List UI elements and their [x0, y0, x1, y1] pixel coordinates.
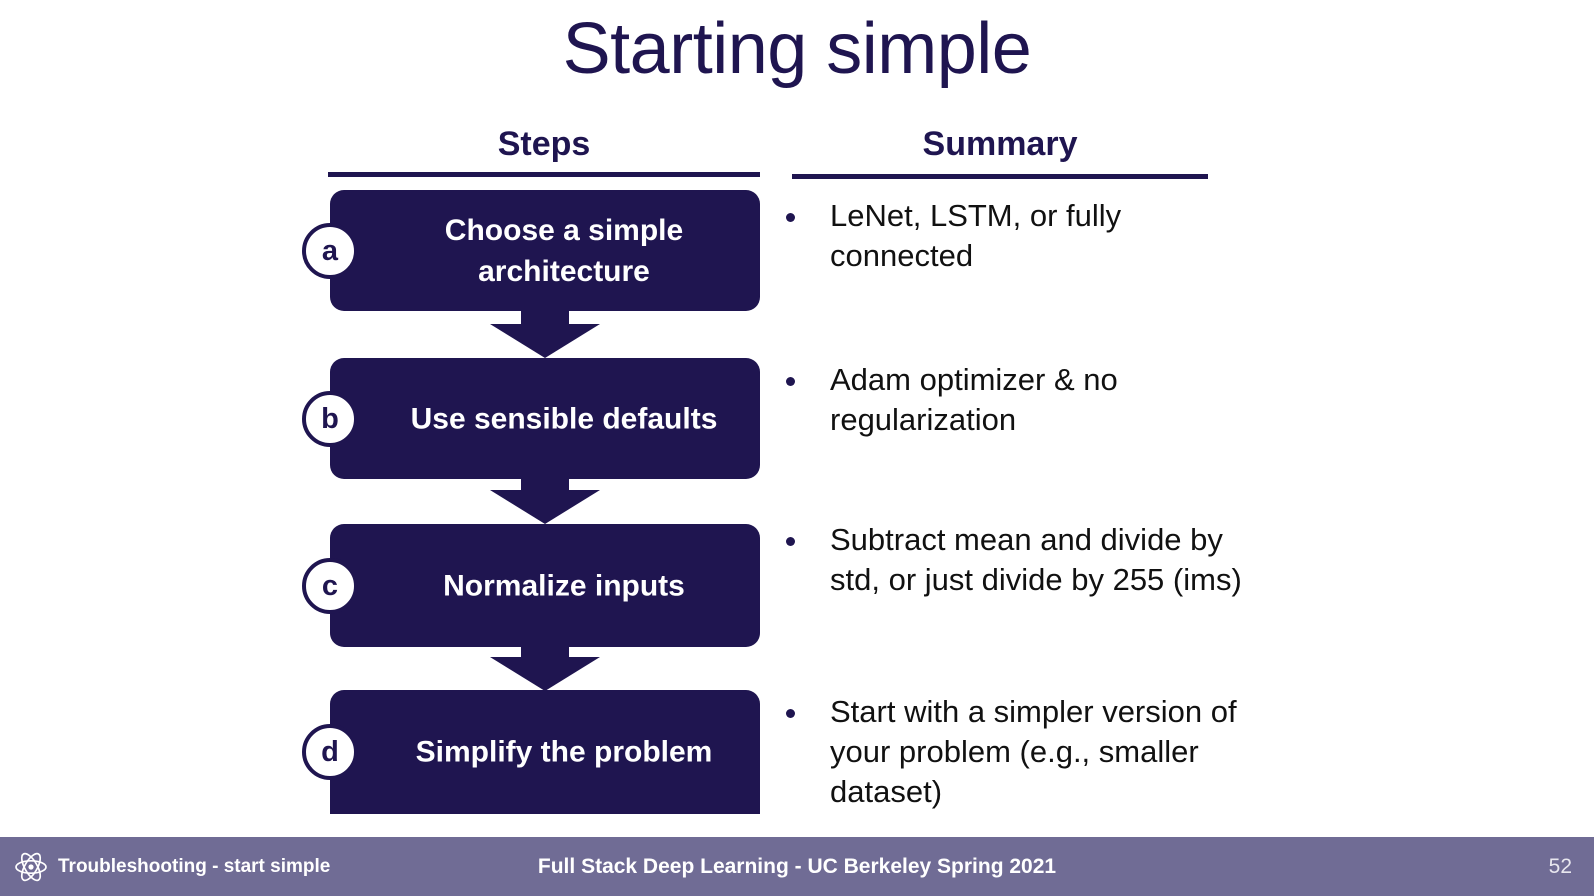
arrow-stem	[521, 479, 569, 491]
list-item: Adam optimizer & no regularization	[780, 360, 1250, 440]
arrow-stem	[521, 647, 569, 658]
summary-column-divider	[792, 174, 1208, 179]
list-item: Subtract mean and divide by std, or just…	[780, 520, 1250, 600]
summary-bullet-text: Adam optimizer & no regularization	[830, 362, 1118, 437]
flow-arrow-a-to-b	[490, 311, 600, 358]
step-badge-a: a	[302, 222, 358, 279]
step-label-b: Use sensible defaults	[410, 402, 718, 435]
arrow-stem	[521, 311, 569, 325]
steps-column-header: Steps	[497, 125, 591, 163]
flow-arrow-b-to-c	[490, 479, 600, 524]
flow-arrow-c-to-d	[490, 647, 600, 691]
bullet-dot-icon	[786, 537, 795, 546]
footer-center-text: Full Stack Deep Learning - UC Berkeley S…	[537, 855, 1057, 878]
footer-page-number: 52	[1548, 855, 1572, 878]
step-box-c[interactable]: c Normalize inputs	[302, 524, 760, 647]
summary-bullet-text: Subtract mean and divide by std, or just…	[830, 522, 1242, 597]
step-box-d[interactable]: d Simplify the problem	[302, 690, 760, 814]
step-box-a[interactable]: a Choose a simple architecture	[302, 190, 760, 311]
list-item: Start with a simpler version of your pro…	[780, 692, 1250, 812]
step-box-b[interactable]: b Use sensible defaults	[302, 358, 760, 479]
step-label-d: Simplify the problem	[415, 735, 713, 769]
footer-left-group: Troubleshooting - start simple	[14, 837, 330, 896]
arrow-head-down-icon	[490, 324, 600, 358]
bullet-dot-icon	[786, 709, 795, 718]
summary-bullet-text: Start with a simpler version of your pro…	[830, 694, 1237, 809]
steps-column-divider	[328, 172, 760, 177]
steps-flow-diagram: a Choose a simple architecture b Use sen…	[302, 190, 760, 814]
arrow-head-down-icon	[490, 490, 600, 524]
step-badge-d: d	[302, 724, 358, 780]
step-label-c: Normalize inputs	[443, 569, 685, 602]
step-badge-c: c	[302, 557, 358, 614]
summary-bullet-text: LeNet, LSTM, or fully connected	[830, 198, 1122, 273]
bullet-dot-icon	[786, 213, 795, 222]
list-item: LeNet, LSTM, or fully connected	[780, 196, 1250, 276]
step-badge-b: b	[302, 390, 358, 447]
step-label-a: Choose a simple architecture	[444, 213, 684, 288]
footer-bar: Full Stack Deep Learning - UC Berkeley S…	[0, 837, 1594, 896]
summary-column-header: Summary	[922, 125, 1078, 163]
atom-icon	[14, 850, 48, 884]
arrow-head-down-icon	[490, 657, 600, 691]
page-title: Starting simple	[562, 9, 1032, 89]
footer-left-text: Troubleshooting - start simple	[58, 855, 331, 877]
bullet-dot-icon	[786, 377, 795, 386]
